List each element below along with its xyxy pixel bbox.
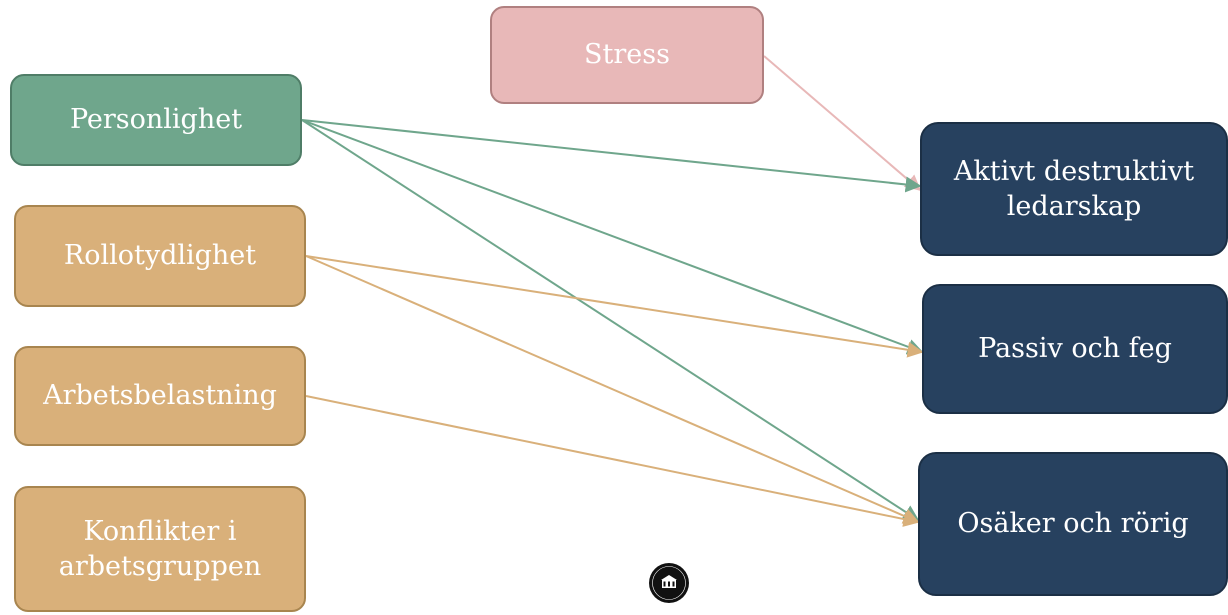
arrow-personlighet-to-passiv (301, 119, 924, 355)
arrow-group (301, 55, 924, 527)
arrow-stress-to-aktivt (763, 55, 922, 192)
node-aktivt: Aktivt destruktivt ledarskap (920, 122, 1228, 256)
node-passiv: Passiv och feg (922, 284, 1228, 414)
node-aktivt-label: Aktivt destruktivt ledarskap (953, 155, 1195, 222)
arrow-arbetsbelastning-to-osaker (305, 395, 920, 527)
arrow-rollotydlighet-to-passiv (305, 255, 924, 358)
node-osaker: Osäker och rörig (918, 452, 1228, 596)
node-stress-label: Stress (584, 39, 670, 71)
node-personlighet-label: Personlighet (69, 104, 243, 136)
node-rollotydlighet: Rollotydlighet (14, 205, 306, 307)
node-konflikter-label: Konflikter i arbetsgruppen (58, 515, 262, 582)
arrow-personlighet-to-osaker (301, 119, 920, 521)
node-arbetsbelastning-label: Arbetsbelastning (43, 380, 277, 412)
node-personlighet: Personlighet (10, 74, 302, 166)
arrow-rollotydlighet-to-osaker (305, 255, 920, 524)
node-konflikter: Konflikter i arbetsgruppen (14, 486, 306, 612)
node-passiv-label: Passiv och feg (978, 333, 1172, 365)
university-logo (649, 563, 689, 603)
node-arbetsbelastning: Arbetsbelastning (14, 346, 306, 446)
node-osaker-label: Osäker och rörig (957, 508, 1189, 540)
arrow-personlighet-to-aktivt (301, 119, 922, 193)
node-stress: Stress (490, 6, 764, 104)
node-rollotydlighet-label: Rollotydlighet (63, 240, 257, 272)
